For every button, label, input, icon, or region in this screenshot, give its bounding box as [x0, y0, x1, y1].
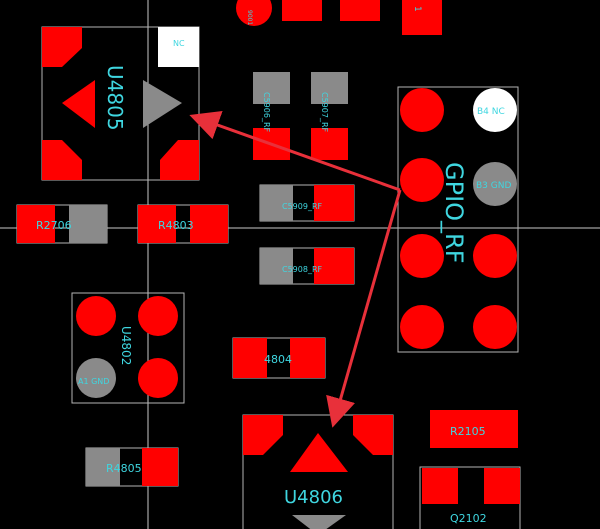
- gpio-rf-outline: [397, 86, 519, 353]
- gpio-rf-pad-b4: [473, 88, 517, 132]
- top-pad-1: [282, 0, 322, 21]
- r2105-label: R2105: [450, 425, 486, 438]
- r2706-pad-red: [17, 205, 55, 243]
- u4802-pad-a2: [138, 358, 178, 398]
- gpio-rf-pad-b2: [473, 234, 517, 278]
- gpio-rf-label: GPIO_RF: [440, 162, 468, 264]
- u4802-a1-label: A1 GND: [78, 377, 109, 386]
- u4805-outline: [41, 26, 200, 181]
- r4805-label: R4805: [106, 462, 142, 475]
- r4803-label: R4803: [158, 219, 194, 232]
- u4805-label: U4805: [103, 65, 127, 131]
- u4802-label: U4802: [119, 326, 133, 365]
- gpio-rf-pad-b5: [400, 88, 444, 132]
- q2102-pad-right: [484, 468, 520, 504]
- u4806-pad-tr: [353, 415, 393, 455]
- r4805-pad-gray: [86, 448, 120, 486]
- r2706-pad-gray: [69, 205, 107, 243]
- component-c5907[interactable]: C5907_RF: [311, 72, 348, 160]
- r4804-pad-left: [233, 338, 267, 378]
- arrow-to-u4806: [326, 189, 402, 428]
- r2706-label: R2706: [36, 219, 72, 232]
- gpio-rf-b4-label: B4 NC: [477, 107, 505, 117]
- u4806-label: U4806: [284, 487, 343, 508]
- arrow-to-u4805: [189, 110, 401, 192]
- top-round-pad: [236, 0, 272, 26]
- c5908-pad-gray: [260, 248, 293, 284]
- c5908-pad-red: [314, 248, 354, 284]
- component-r4804[interactable]: 4804: [232, 337, 326, 379]
- component-c5909[interactable]: C5909_RF: [259, 184, 355, 222]
- q2102-pad-left: [422, 468, 458, 504]
- u4806-arrow-up: [290, 433, 348, 472]
- u4806-pad-tl: [243, 415, 283, 455]
- top-pad-3: [402, 0, 442, 35]
- component-r2706[interactable]: R2706: [16, 204, 108, 244]
- gpio-rf-pad-c5: [400, 158, 444, 202]
- u4805-arrow-right: [143, 80, 182, 128]
- component-c5906[interactable]: C5906_RF: [253, 72, 290, 160]
- u4805-pad-tl: [42, 27, 82, 67]
- u4802-pad-a1: [76, 358, 116, 398]
- top-round-label: 9001: [246, 10, 253, 25]
- top-part-label: 1: [412, 6, 422, 12]
- component-r2105[interactable]: R2105: [430, 410, 518, 448]
- component-c5908[interactable]: C5908_RF: [259, 247, 355, 285]
- u4802-pad-b1: [76, 296, 116, 336]
- component-q2102[interactable]: Q2102: [419, 466, 521, 529]
- component-u4806[interactable]: U4806: [242, 414, 394, 529]
- c5906-pad-gray: [253, 72, 290, 104]
- r4803-pad-right: [190, 205, 228, 243]
- c5907-pad-gray: [311, 72, 348, 104]
- c5907-label: C5907_RF: [320, 92, 329, 133]
- component-r4805[interactable]: R4805: [85, 447, 179, 487]
- component-r4803[interactable]: R4803: [137, 204, 229, 244]
- component-gpio-rf[interactable]: B4 NC B3 GND GPIO_RF: [397, 86, 519, 353]
- c5906-label: C5906_RF: [262, 92, 271, 133]
- top-pad-2: [340, 0, 380, 21]
- r4803-pad-left: [138, 205, 176, 243]
- component-u4805[interactable]: NC U4805: [41, 26, 200, 181]
- c5908-label: C5908_RF: [282, 265, 323, 274]
- u4805-pad-bl: [42, 140, 82, 180]
- u4806-outline: [242, 414, 394, 529]
- u4802-pad-b2: [138, 296, 178, 336]
- gpio-rf-pad-b3: [473, 162, 517, 206]
- u4805-pin-nc-label: NC: [173, 39, 185, 48]
- u4805-pad-br: [160, 140, 199, 180]
- gpio-rf-pad-c3: [400, 234, 444, 278]
- r4804-pad-right: [290, 338, 325, 378]
- r4805-pad-red: [142, 448, 178, 486]
- c5909-label: C5909_RF: [282, 202, 323, 211]
- u4806-arrow-down: [292, 515, 346, 529]
- gpio-rf-pad-b1: [473, 305, 517, 349]
- u4805-arrow-left: [62, 80, 95, 128]
- c5909-pad-gray: [260, 185, 293, 221]
- gpio-rf-b3-label: B3 GND: [476, 181, 511, 191]
- r2105-pad: [430, 410, 518, 448]
- gpio-rf-pad-c1: [400, 305, 444, 349]
- u4802-outline: [71, 292, 185, 404]
- u4805-pad-nc: [158, 27, 199, 67]
- top-partial-parts: 9001 1: [236, 0, 442, 35]
- c5909-pad-red: [314, 185, 354, 221]
- component-u4802[interactable]: A1 GND U4802: [71, 292, 185, 404]
- r4804-label: 4804: [264, 353, 292, 366]
- c5907-pad-red: [311, 128, 348, 160]
- q2102-label: Q2102: [450, 512, 487, 525]
